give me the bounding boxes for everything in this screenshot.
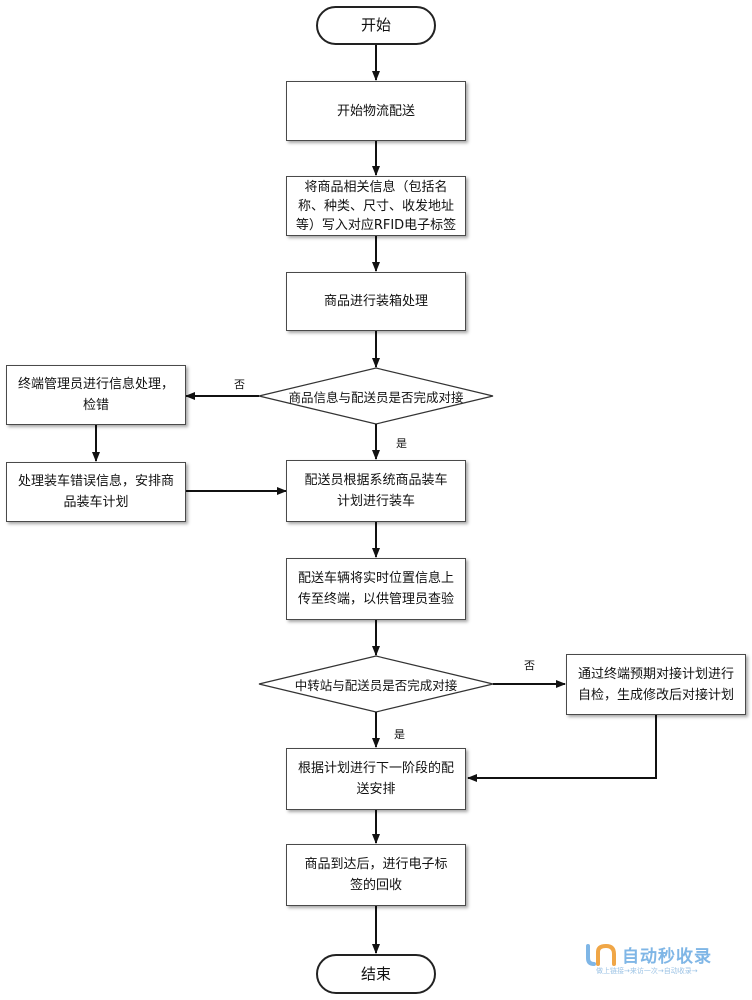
watermark-brand: 自动秒收录 bbox=[622, 947, 712, 967]
end-node: 结束 bbox=[316, 954, 436, 994]
next-stage-box: 根据计划进行下一阶段的配送安排 bbox=[286, 748, 466, 810]
terminal-admin-box: 终端管理员进行信息处理，检错 bbox=[6, 365, 186, 425]
decision-match-label: 商品信息与配送员是否完成对接 bbox=[288, 389, 464, 405]
watermark-logo-icon bbox=[586, 943, 616, 966]
packing-box: 商品进行装箱处理 bbox=[286, 272, 466, 331]
watermark: 自动秒收录 做上链接→来访一次→自动收录→ bbox=[582, 942, 742, 986]
decision2-yes-label: 是 bbox=[394, 728, 405, 741]
begin-delivery-box: 开始物流配送 bbox=[286, 81, 466, 141]
load-truck-box: 配送员根据系统商品装车计划进行装车 bbox=[286, 460, 466, 522]
handle-error-box: 处理装车错误信息，安排商品装车计划 bbox=[6, 462, 186, 522]
watermark-tagline: 做上链接→来访一次→自动收录→ bbox=[596, 967, 698, 975]
decision-transfer-label: 中转站与配送员是否完成对接 bbox=[294, 677, 458, 693]
self-check-box: 通过终端预期对接计划进行自检，生成修改后对接计划 bbox=[566, 654, 746, 715]
decision1-no-label: 否 bbox=[234, 378, 245, 391]
edge-selfcheck-to-next bbox=[467, 715, 657, 782]
upload-location-box: 配送车辆将实时位置信息上传至终端，以供管理员查验 bbox=[286, 558, 466, 620]
decision2-no-label: 否 bbox=[524, 659, 535, 672]
decision1-yes-label: 是 bbox=[396, 437, 407, 450]
start-node: 开始 bbox=[316, 6, 436, 45]
recycle-box: 商品到达后，进行电子标签的回收 bbox=[286, 844, 466, 906]
write-rfid-box: 将商品相关信息（包括名称、种类、尺寸、收发地址等）写入对应RFID电子标签 bbox=[286, 176, 466, 236]
